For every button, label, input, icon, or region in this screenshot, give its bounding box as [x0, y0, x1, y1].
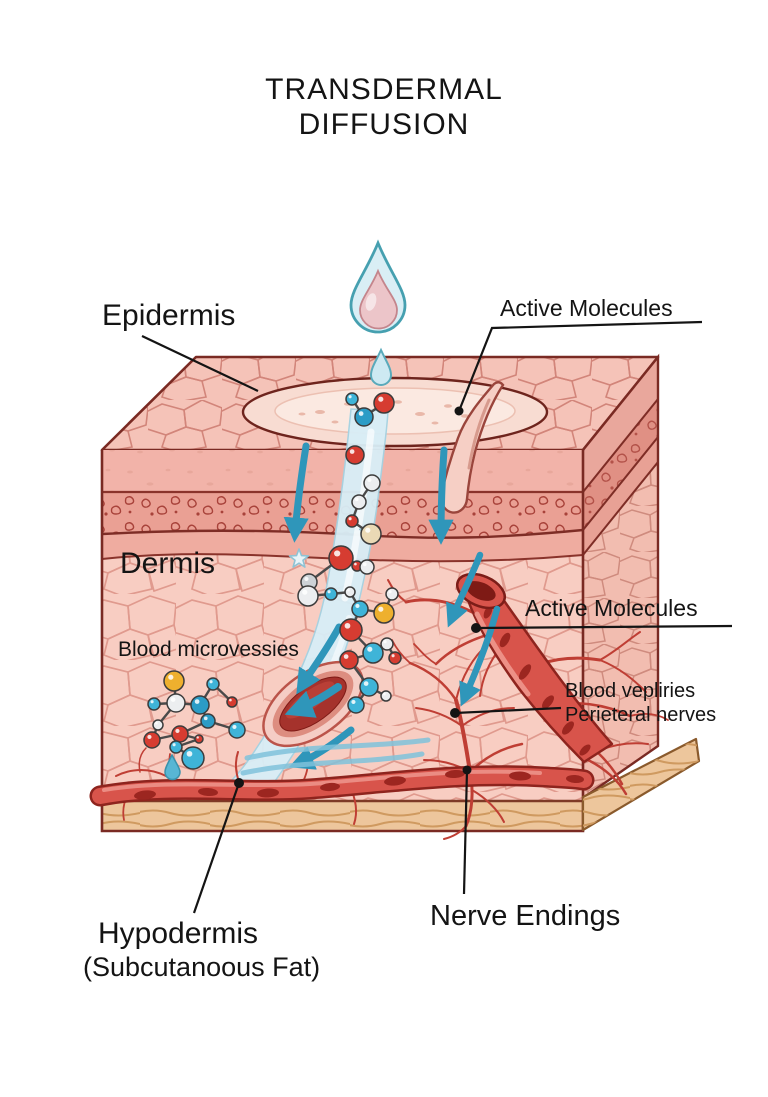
label-connectors: [141, 320, 733, 914]
diffusion-arrows: [240, 442, 501, 776]
label-hypodermis-line1: Hypodermis: [98, 917, 259, 950]
entering-drop: [369, 347, 393, 386]
capillaries-connector: [454, 706, 562, 715]
label-active-molecules-top: Active Molecules: [500, 295, 673, 321]
label-epidermis: Epidermis: [102, 299, 236, 332]
horizontal-vessel: [89, 765, 595, 807]
title-line-1: TRANSDERMAL: [265, 73, 503, 106]
page-title: TRANSDERMAL DIFFUSION: [0, 72, 768, 142]
label-active-molecules-mid: Active Molecules: [525, 595, 698, 621]
active-molecules-top-connector: [457, 320, 703, 412]
label-nerve-endings: Nerve Endings: [430, 900, 621, 932]
label-dermis: Dermis: [120, 547, 215, 580]
epidermis-connector: [141, 335, 259, 392]
nerve-endings-connector: [462, 769, 469, 895]
active-molecules-mid-connector: [475, 624, 733, 630]
molecules: [143, 392, 402, 770]
label-capillaries-line1: Blood vepliries: [565, 680, 696, 702]
droplet: [349, 239, 407, 334]
label-blood-microvessels: Blood microvessies: [118, 638, 299, 661]
fat-slab: [581, 737, 701, 832]
title-line-2: DIFFUSION: [298, 108, 470, 141]
hypodermis-connector: [192, 782, 241, 914]
small-drop: [164, 753, 181, 781]
label-capillaries-line2: Perieteral nerves: [565, 704, 717, 726]
label-hypodermis-line2: (Subcutanoous Fat): [83, 952, 321, 982]
